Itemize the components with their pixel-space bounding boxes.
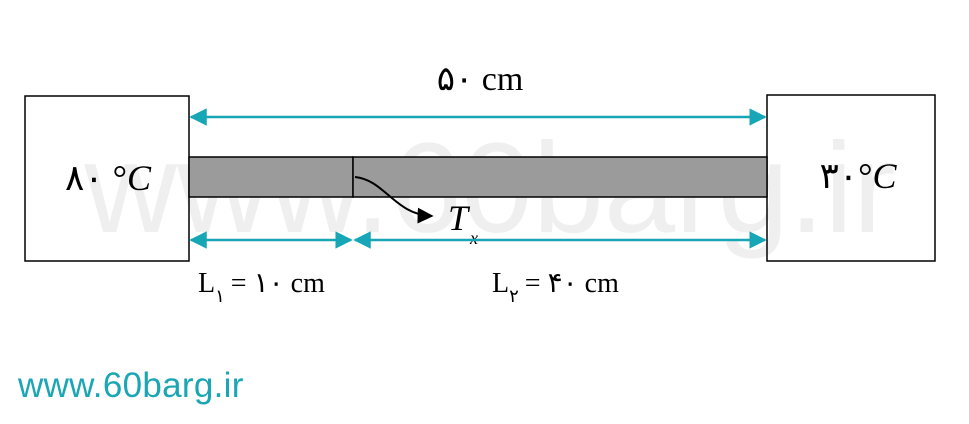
left-temperature: ۸۰ °C (65, 158, 152, 198)
right-temperature: ۳۰°C (819, 156, 897, 196)
website-link[interactable]: www.60barg.ir (18, 366, 244, 405)
segment1-label: L۱= ۱۰ cm (198, 268, 325, 306)
rod-segment-2 (352, 156, 768, 198)
total-length-label: ۵۰ cm (437, 61, 524, 98)
segment2-label: L۲= ۴۰ cm (492, 268, 619, 306)
junction-pointer (354, 176, 434, 224)
rod-segment-1 (188, 156, 354, 198)
